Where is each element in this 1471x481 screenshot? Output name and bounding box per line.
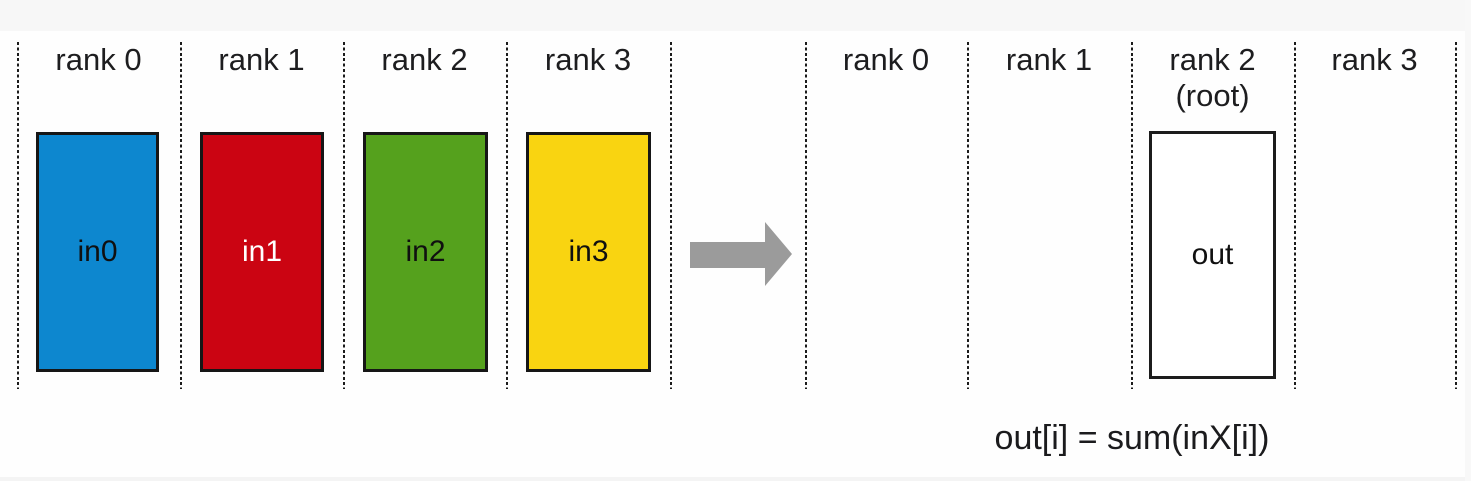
left-rank-2-label: rank 2 xyxy=(381,42,468,77)
buffer-in3: in3 xyxy=(526,132,651,372)
right-edge-band xyxy=(1465,0,1471,481)
right-rank-2-root-sublabel: (root) xyxy=(1175,78,1250,113)
buffer-out: out xyxy=(1149,131,1276,379)
reduction-formula: out[i] = sum(inX[i]) xyxy=(994,419,1270,457)
buffer-in2-label: in2 xyxy=(405,235,446,268)
left-rank-0-label: rank 0 xyxy=(55,42,142,77)
rank-divider xyxy=(343,42,345,389)
buffer-in0: in0 xyxy=(36,132,159,372)
rank-divider xyxy=(967,42,969,389)
rank-divider xyxy=(805,42,807,389)
right-rank-2-label-text: rank 2 xyxy=(1169,42,1256,77)
bottom-edge-band xyxy=(0,477,1471,481)
right-rank-0-label: rank 0 xyxy=(842,42,930,77)
buffer-in1: in1 xyxy=(200,132,324,372)
rank-divider xyxy=(1455,42,1457,389)
buffer-in1-label: in1 xyxy=(241,235,283,268)
right-arrow-shape xyxy=(690,222,792,286)
buffer-in2: in2 xyxy=(363,132,488,372)
buffer-in0-label: in0 xyxy=(77,235,118,268)
top-edge-band xyxy=(0,0,1471,31)
rank-divider xyxy=(1131,42,1133,389)
right-arrow-icon xyxy=(688,220,796,290)
buffer-out-label: out xyxy=(1191,238,1234,271)
right-rank-1-label: rank 1 xyxy=(1005,42,1093,77)
rank-divider xyxy=(670,42,672,389)
rank-divider xyxy=(17,42,19,389)
right-rank-2-label: rank 2 (root) xyxy=(1131,42,1294,114)
left-rank-3-label: rank 3 xyxy=(544,42,632,77)
buffer-in3-label: in3 xyxy=(568,235,609,268)
rank-divider xyxy=(506,42,508,389)
rank-divider xyxy=(1294,42,1296,389)
left-rank-1-label: rank 1 xyxy=(218,42,305,77)
right-rank-3-label: rank 3 xyxy=(1331,42,1418,77)
rank-divider xyxy=(180,42,182,389)
